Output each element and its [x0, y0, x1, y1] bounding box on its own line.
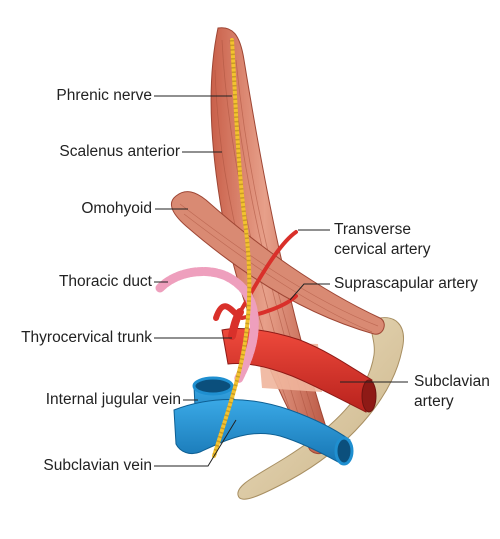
label-phrenic-nerve: Phrenic nerve	[56, 87, 152, 104]
internal-jugular-vein-opening	[192, 376, 234, 396]
omohyoid-muscle	[170, 191, 385, 335]
label-transverse-cervical-artery-line2: cervical artery	[334, 241, 431, 258]
leader-lines	[154, 95, 408, 467]
thoracic-duct	[155, 267, 259, 385]
label-subclavian-artery-line2: artery	[414, 393, 454, 410]
subclavian-vein-end	[334, 436, 354, 466]
leader-subclavian-vein	[154, 419, 237, 467]
subclavian-artery	[221, 327, 373, 413]
label-internal-jugular-vein: Internal jugular vein	[45, 391, 181, 408]
label-suprascapular-artery: Suprascapular artery	[334, 275, 478, 292]
label-scalenus-anterior: Scalenus anterior	[59, 143, 180, 160]
inferior-thyroid-branch	[213, 303, 239, 321]
label-subclavian-artery-line1: Subclavian	[414, 373, 490, 390]
leader-suprascapular-artery	[289, 283, 330, 301]
subclavian-vein	[173, 399, 351, 463]
subclavian-artery-end	[361, 379, 377, 413]
label-transverse-cervical-artery-line1: Transverse	[334, 221, 411, 238]
phrenic-nerve	[212, 38, 252, 458]
label-thyrocervical-trunk: Thyrocervical trunk	[21, 329, 152, 346]
label-omohyoid: Omohyoid	[81, 200, 152, 217]
transverse-cervical-artery	[238, 230, 298, 314]
label-subclavian-vein: Subclavian vein	[43, 457, 152, 474]
label-thoracic-duct: Thoracic duct	[58, 273, 152, 290]
